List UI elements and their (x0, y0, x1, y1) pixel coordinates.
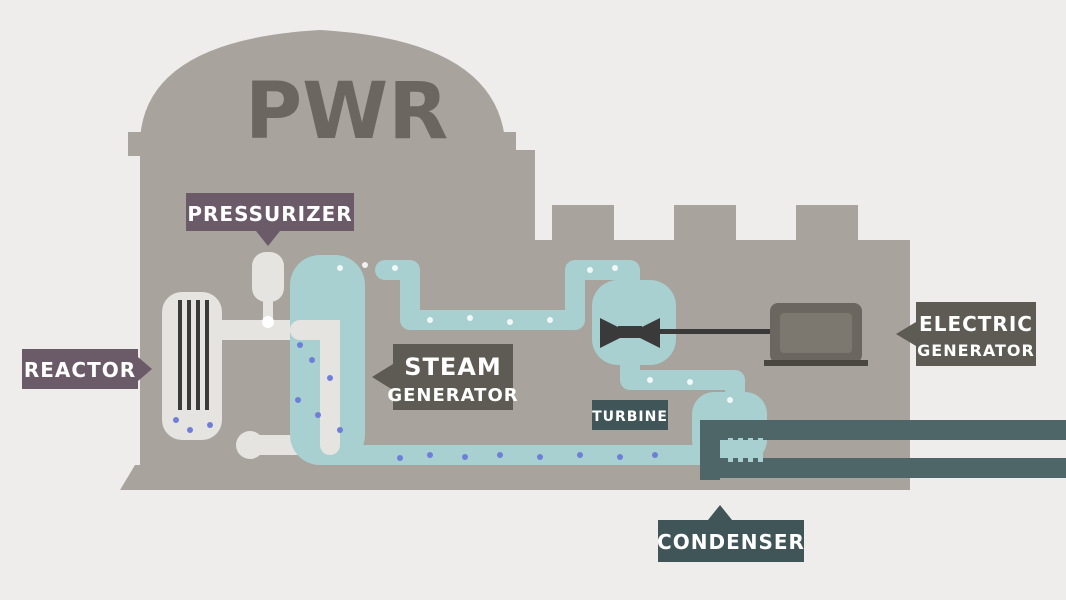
water-bubbles (173, 342, 658, 461)
turbine (600, 318, 770, 348)
electric-generator-label: ELECTRIC GENERATOR (896, 302, 1036, 366)
condenser-label: CONDENSER (657, 505, 805, 562)
pressurizer-label: PRESSURIZER (186, 193, 354, 246)
electric-generator (764, 303, 868, 366)
diagram-title: PWR (245, 67, 448, 157)
steam-bubbles (337, 262, 733, 403)
svg-text:PRESSURIZER: PRESSURIZER (187, 202, 352, 226)
svg-text:GENERATOR: GENERATOR (917, 341, 1035, 360)
steam-generator-label: STEAM GENERATOR (372, 344, 518, 410)
reactor-label: REACTOR (22, 349, 152, 389)
condenser-pipes (708, 420, 1066, 478)
svg-text:TURBINE: TURBINE (592, 409, 668, 425)
condenser-coil (700, 420, 763, 480)
svg-text:ELECTRIC: ELECTRIC (919, 312, 1033, 336)
svg-text:GENERATOR: GENERATOR (387, 385, 518, 406)
turbine-label: TURBINE (592, 400, 668, 430)
reactor-vessel (162, 292, 264, 459)
pressurizer-vessel (252, 252, 284, 328)
svg-text:CONDENSER: CONDENSER (657, 530, 805, 554)
svg-text:REACTOR: REACTOR (24, 358, 136, 382)
svg-text:STEAM: STEAM (404, 353, 502, 381)
primary-loop-inner (290, 320, 340, 455)
